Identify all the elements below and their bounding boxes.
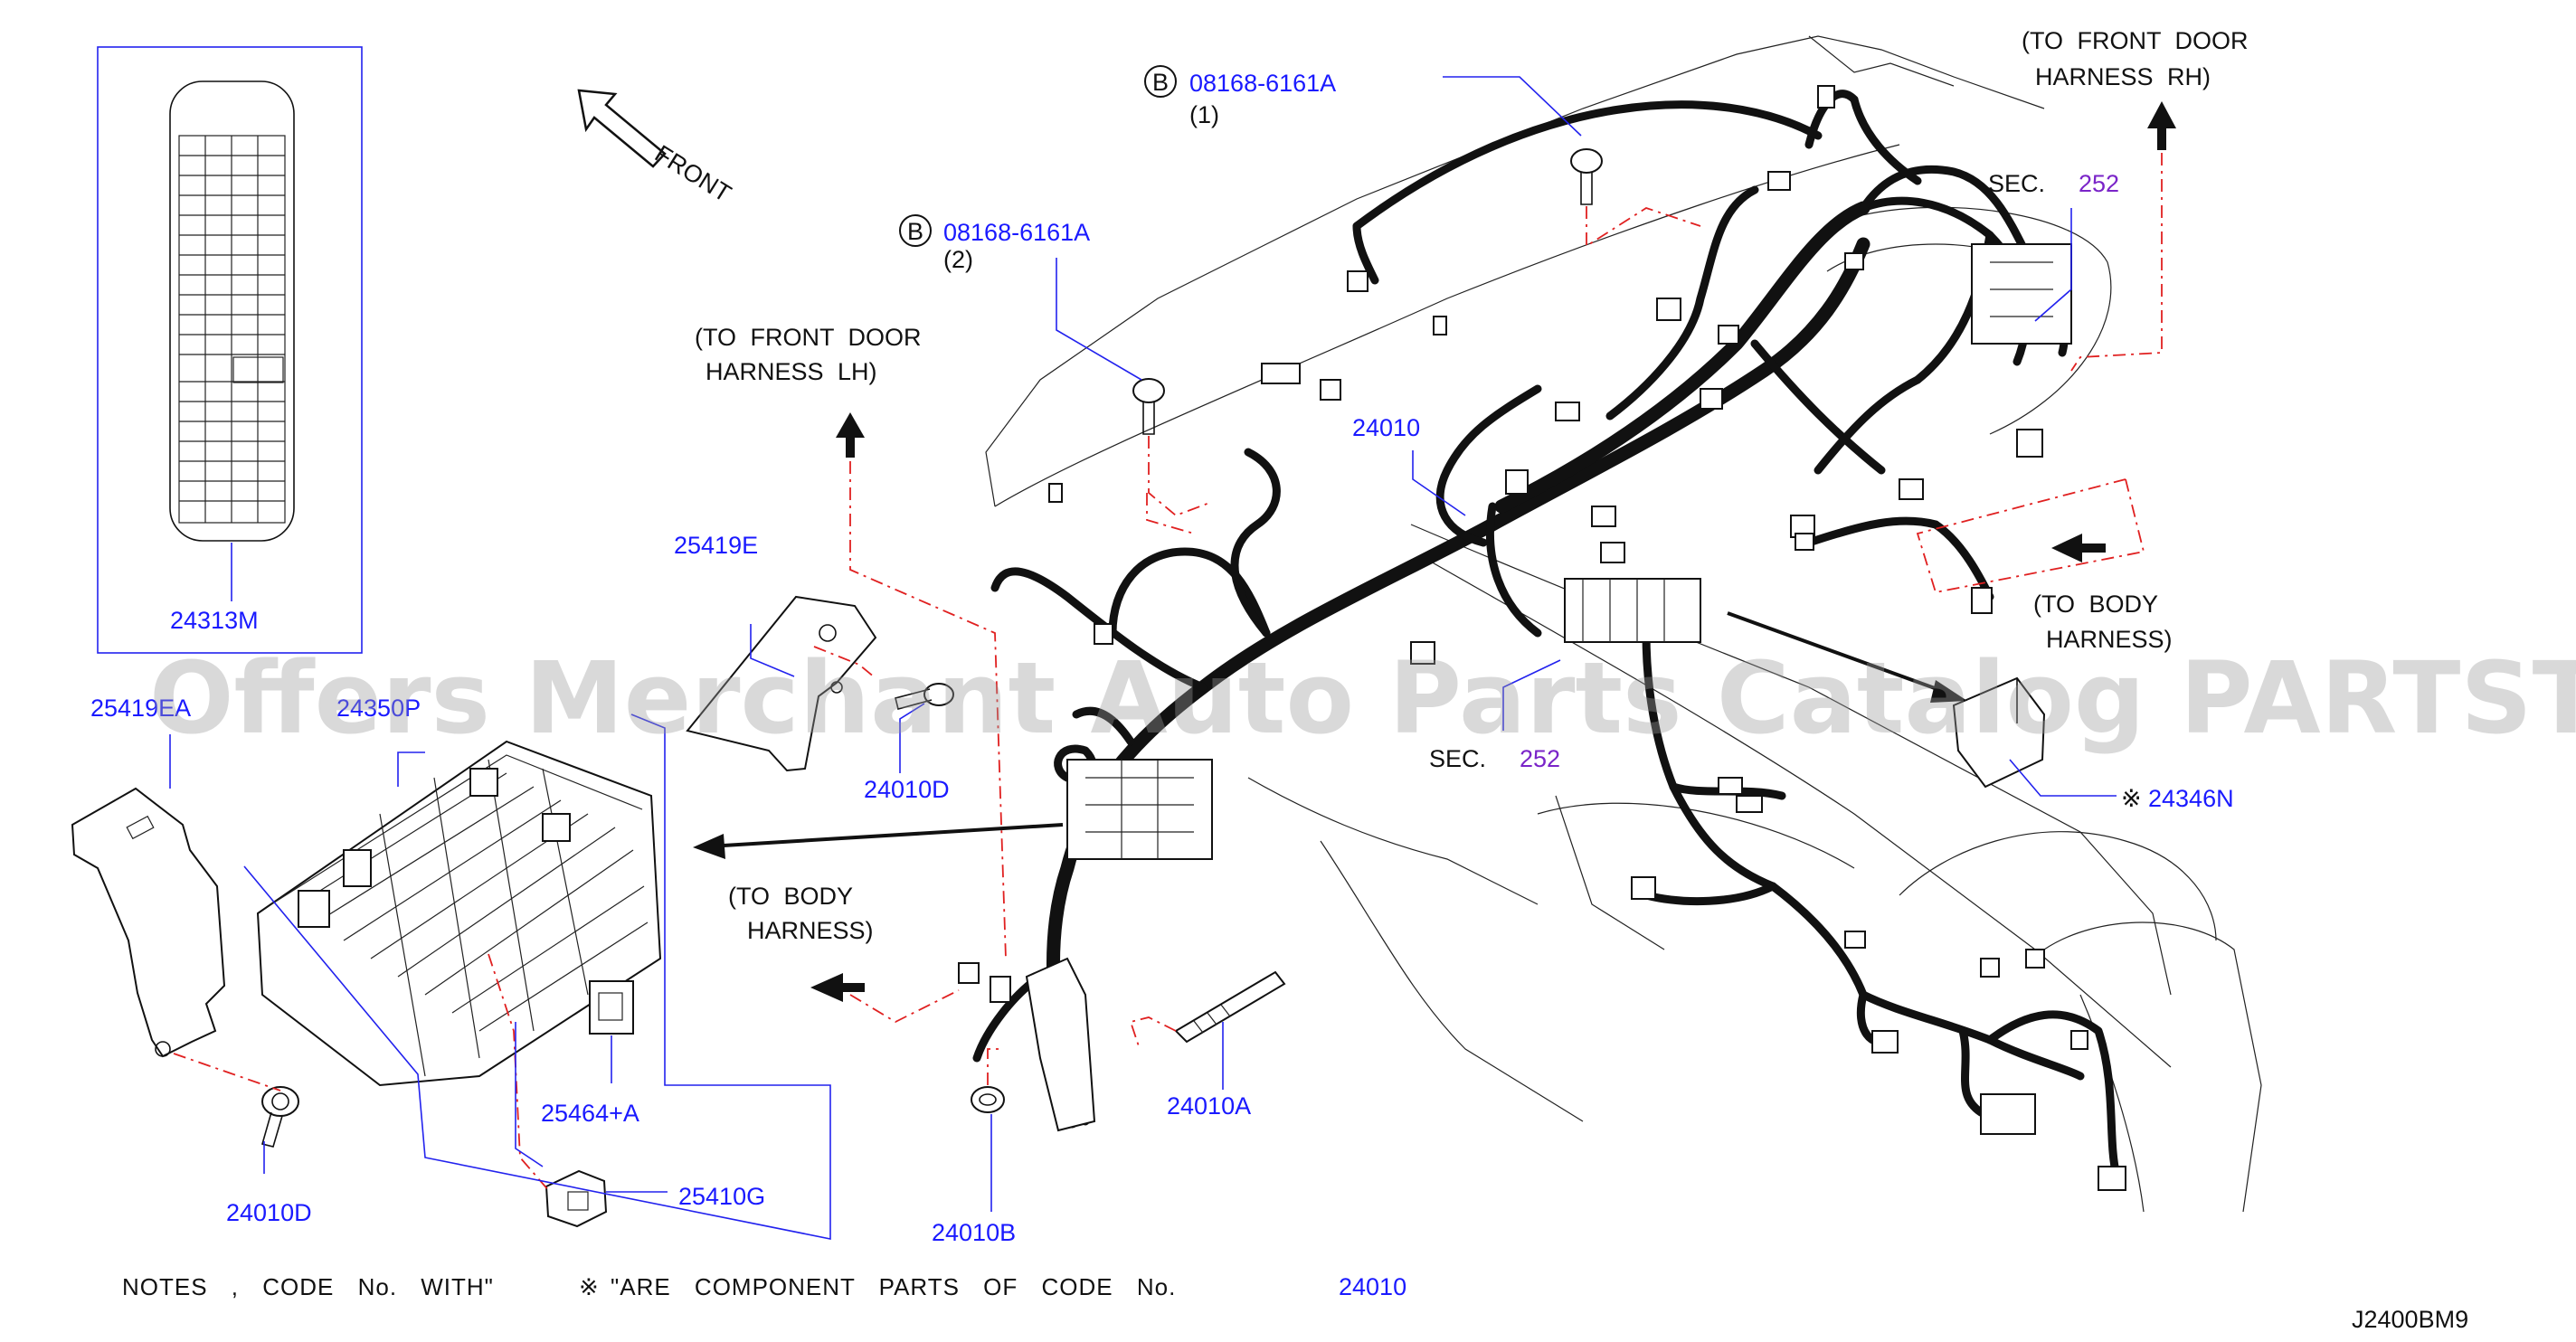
svg-text:(TO FRONT DOOR: (TO FRONT DOOR (2022, 27, 2249, 54)
direction-body-harness-right: (TO BODY HARNESS) (2033, 591, 2173, 653)
part-label-24346n: ※ 24346N (2121, 785, 2234, 812)
direction-body-harness-left: (TO BODY HARNESS) (728, 883, 874, 944)
arrow-left-body-right-icon (2051, 534, 2106, 562)
fuse-label-panel (97, 46, 363, 654)
part-label-25419e: 25419E (674, 532, 758, 559)
direction-front-door-lh: (TO FRONT DOOR HARNESS LH) (695, 324, 922, 385)
section-ref-top: SEC. 252 (1988, 170, 2119, 197)
svg-text:(1): (1) (1189, 101, 1219, 128)
installation-guides (173, 127, 2163, 1193)
bracket-25419ea (71, 787, 226, 1058)
lower-bracket-harness (1025, 957, 1096, 1132)
part-label-24350p: 24350P (336, 695, 421, 722)
arrow-up-rh-icon (2147, 101, 2176, 150)
bolt-24010d-upper-icon (895, 683, 954, 710)
junction-block-center (1564, 578, 1701, 643)
part-label-24010a: 24010A (1167, 1092, 1251, 1120)
relay-25464a (589, 980, 634, 1035)
svg-text:(TO FRONT DOOR: (TO FRONT DOOR (695, 324, 922, 351)
svg-text:24010: 24010 (1339, 1273, 1406, 1300)
svg-text:24313M: 24313M (170, 607, 259, 634)
front-label: FRONT (650, 140, 736, 208)
svg-text:24346N: 24346N (2148, 785, 2234, 812)
svg-text:252: 252 (2079, 170, 2119, 197)
part-label-25410g: 25410G (678, 1183, 765, 1210)
svg-text:"ARE COMPONENT PARTS OF CODE N: "ARE COMPONENT PARTS OF CODE No. (611, 1273, 1176, 1300)
part-label-25464a: 25464+A (541, 1100, 639, 1127)
svg-text:252: 252 (1520, 745, 1560, 772)
svg-text:HARNESS): HARNESS) (2046, 626, 2173, 653)
clip-24010b (971, 1086, 1005, 1113)
part-label-25419ea: 25419EA (90, 695, 191, 722)
bolt-left-icon (1132, 378, 1165, 435)
svg-text:NOTES , CODE No. WITH": NOTES , CODE No. WITH" (122, 1273, 494, 1300)
vehicle-body-outline (985, 35, 2262, 1213)
arrow-up-lh-icon (836, 412, 865, 458)
direction-front-door-rh: (TO FRONT DOOR HARNESS RH) (2022, 27, 2249, 90)
fuse-block-24350p (256, 740, 662, 1087)
bolt-callout-1: B 08168-6161A (1) (1144, 65, 1336, 128)
relay-25410g (545, 1169, 608, 1228)
svg-text:(TO BODY: (TO BODY (728, 883, 853, 910)
svg-text:B: B (1152, 69, 1169, 96)
relay-bracket-right (1971, 243, 2072, 345)
part-label-24313m: 24313M (170, 607, 259, 634)
svg-text:HARNESS LH): HARNESS LH) (706, 358, 877, 385)
svg-text:SEC.: SEC. (1988, 170, 2045, 197)
fuse-block-lower-left (1066, 759, 1213, 860)
svg-text:HARNESS RH): HARNESS RH) (2035, 63, 2211, 90)
stud-24010a (1174, 970, 1286, 1044)
arrow-fuse-block-icon (693, 823, 1064, 859)
svg-text:※: ※ (579, 1273, 600, 1300)
bolt-top-icon (1570, 148, 1603, 205)
part-label-24010d-lower: 24010D (226, 1199, 312, 1226)
bolt-callout-2: B 08168-6161A (2) (899, 214, 1090, 273)
control-module-24346n (1952, 676, 2046, 789)
part-label-24010: 24010 (1352, 414, 1420, 441)
bolt-24010d-left-icon (261, 1086, 299, 1148)
svg-text:(TO BODY: (TO BODY (2033, 591, 2158, 618)
arrow-module-icon (1727, 611, 1967, 703)
watermark: Offers Merchant Auto Parts Catalog PARTS… (149, 640, 2576, 756)
main-harness-24010 (972, 90, 2121, 1180)
arrow-left-body-left-icon (810, 973, 865, 1002)
svg-text:08168-6161A: 08168-6161A (943, 219, 1090, 246)
part-label-24010b: 24010B (932, 1219, 1016, 1246)
notes-line: NOTES , CODE No. WITH" ※ "ARE COMPONENT … (122, 1273, 1406, 1300)
front-arrow-icon (577, 89, 667, 168)
svg-text:08168-6161A: 08168-6161A (1189, 70, 1336, 97)
svg-text:SEC.: SEC. (1429, 745, 1486, 772)
section-ref-middle: SEC. 252 (1429, 745, 1560, 772)
svg-text:(2): (2) (943, 246, 973, 273)
leader-lines (169, 76, 2117, 1240)
svg-text:B: B (907, 218, 923, 245)
bracket-25419e (686, 595, 877, 772)
fuse-grid (178, 135, 286, 524)
svg-text:※: ※ (2121, 785, 2142, 812)
part-label-24010d-upper: 24010D (864, 776, 950, 803)
diagram-code: J2400BM9 (2352, 1306, 2468, 1333)
svg-text:HARNESS): HARNESS) (747, 917, 874, 944)
